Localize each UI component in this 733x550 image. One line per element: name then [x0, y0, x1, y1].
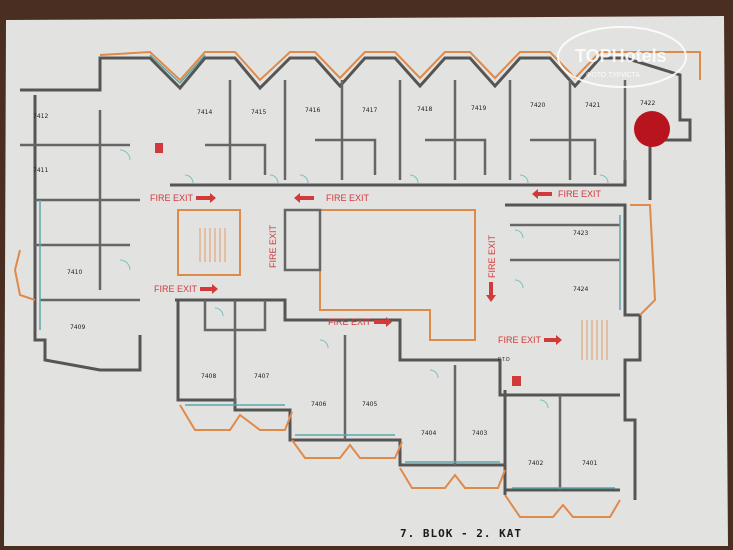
staircase-east: [581, 320, 608, 360]
fto-label: F.T.O: [498, 357, 510, 363]
watermark-caption: ФОТО ТУРИСТА: [586, 72, 640, 79]
room-label: 7407: [254, 373, 269, 380]
arrow-left-icon: [294, 193, 314, 203]
fire-exit-signs: FIRE EXIT FIRE EXIT FIRE EXIT FIRE EXIT …: [150, 189, 602, 345]
room-label: 7412: [33, 113, 48, 120]
room-label: 7417: [362, 107, 377, 114]
room-label: 7406: [311, 401, 326, 408]
room-label: 7401: [582, 460, 597, 467]
room-label: 7402: [528, 460, 543, 467]
room-label: 7405: [362, 401, 377, 408]
room-label: 7409: [70, 324, 85, 331]
staircase-west: [199, 228, 226, 262]
fire-exit-label: FIRE EXIT: [498, 335, 542, 345]
door-swings: [119, 149, 609, 409]
fire-extinguisher-icon: [512, 376, 521, 386]
arrow-right-icon: [196, 193, 216, 203]
room-label: 7403: [472, 430, 487, 437]
you-are-here-marker: [634, 111, 670, 147]
arrow-down-icon: [486, 282, 496, 302]
room-label: 7414: [197, 109, 212, 116]
fire-exit-label: FIRE EXIT: [154, 284, 198, 294]
room-label: 7424: [573, 286, 588, 293]
fire-extinguisher-icon: [155, 143, 163, 153]
room-label: 7420: [530, 102, 545, 109]
fire-exit-label: FIRE EXIT: [326, 193, 370, 203]
room-label: 7419: [471, 105, 486, 112]
arrow-right-icon: [544, 335, 562, 345]
fire-exit-label: FIRE EXIT: [487, 234, 497, 278]
room-labels: 7412 7411 7410 7409 7414 7415 7416 7417 …: [33, 100, 655, 467]
room-label: 7404: [421, 430, 436, 437]
room-label: 7410: [67, 269, 82, 276]
interior-walls: [20, 80, 627, 490]
room-label: 7422: [640, 100, 655, 107]
room-label: 7416: [305, 107, 320, 114]
room-label: 7408: [201, 373, 216, 380]
fire-exit-label: FIRE EXIT: [328, 317, 372, 327]
arrow-right-icon: [200, 284, 218, 294]
south-balconies: [13, 204, 657, 518]
plan-title: 7. BLOK - 2. KAT: [400, 527, 522, 540]
room-label: 7418: [417, 106, 432, 113]
room-label: 7423: [573, 230, 588, 237]
courtyard-outline: [177, 208, 476, 341]
fire-exit-label: FIRE EXIT: [558, 189, 602, 199]
fire-exit-label: FIRE EXIT: [268, 224, 278, 268]
room-label: 7411: [33, 167, 48, 174]
room-label: 7415: [251, 109, 266, 116]
arrow-left-icon: [532, 189, 552, 199]
fire-exit-label: FIRE EXIT: [150, 193, 194, 203]
room-label: 7421: [585, 102, 600, 109]
watermark-brand: TOPHotels: [575, 46, 667, 66]
tophotels-watermark: TOPHotels ФОТО ТУРИСТА: [557, 26, 687, 88]
arrow-right-icon: [374, 317, 392, 327]
north-balconies: [99, 50, 701, 85]
